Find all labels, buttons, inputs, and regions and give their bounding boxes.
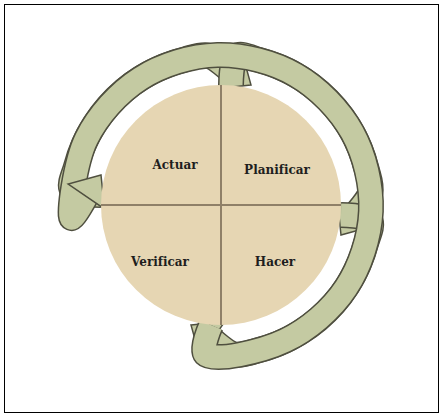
quadrant-fill xyxy=(101,85,221,205)
divider-line xyxy=(221,85,222,205)
divider-line xyxy=(221,205,222,325)
quadrant-fill xyxy=(221,205,341,325)
quadrant-label: Verificar xyxy=(131,255,189,270)
cycle-arrow xyxy=(68,55,371,357)
cycle-quadrant: Actuar xyxy=(101,85,221,205)
quadrant-label: Planificar xyxy=(244,163,310,178)
cycle-quadrant: Verificar xyxy=(101,205,221,325)
quadrant-fill xyxy=(221,85,341,205)
quadrant-label: Hacer xyxy=(255,255,295,270)
divider-line xyxy=(221,205,341,206)
quadrant-shape xyxy=(101,85,221,205)
quadrant-shape xyxy=(221,85,341,205)
divider-line xyxy=(101,204,221,205)
cycle-quadrant: Planificar xyxy=(221,85,341,205)
divider-line xyxy=(221,204,341,205)
divider-line xyxy=(220,205,221,325)
quadrant-label: Actuar xyxy=(153,158,198,173)
arrow-body xyxy=(71,55,371,357)
quadrant-fill xyxy=(101,205,221,325)
cycle-quadrant: Hacer xyxy=(221,205,341,325)
divider-line xyxy=(220,85,221,205)
arrow-head xyxy=(68,175,104,209)
arrow-outline xyxy=(71,55,371,357)
divider-line xyxy=(101,205,221,206)
frame-border xyxy=(5,5,439,413)
